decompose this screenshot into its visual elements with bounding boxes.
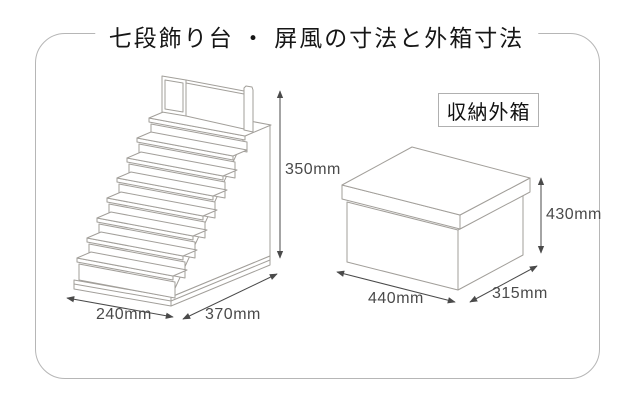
folding-screen — [161, 75, 254, 133]
box-width-dimension: 440mm — [368, 290, 424, 307]
storage-box-caption: 収納外箱 — [438, 93, 539, 127]
stand-drawing — [73, 75, 272, 307]
box-dimension-arrows — [336, 177, 545, 304]
stand-dimension-arrows — [66, 90, 284, 320]
stand-width-dimension: 240mm — [96, 306, 152, 323]
stand-height-dimension: 350mm — [285, 161, 341, 178]
box-depth-dimension: 315mm — [492, 285, 548, 302]
box-height-dimension: 430mm — [546, 206, 602, 223]
stand-depth-dimension: 370mm — [205, 306, 261, 323]
page-title: 七段飾り台 ・ 屏風の寸法と外箱寸法 — [94, 19, 539, 53]
stand-steps — [76, 131, 248, 299]
storage-box-drawing — [341, 146, 531, 291]
